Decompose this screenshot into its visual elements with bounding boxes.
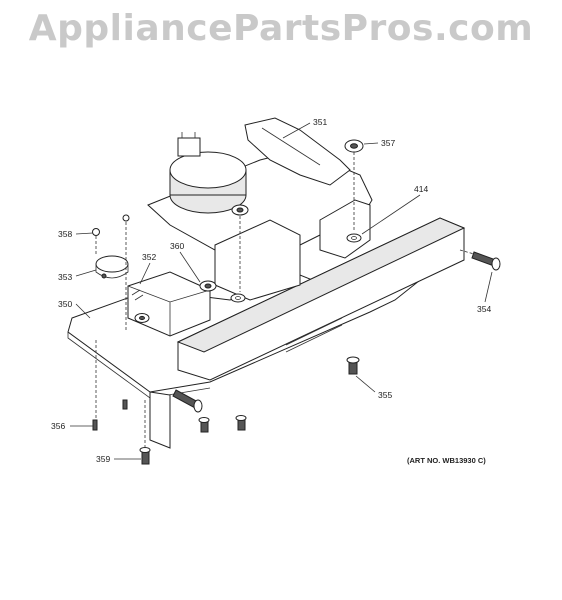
callout-353: 353 [58, 272, 72, 282]
nut-357 [344, 139, 364, 153]
right-bracket [319, 199, 371, 259]
screw-356 [92, 419, 98, 431]
thermostat [95, 255, 129, 273]
screw-358 [92, 228, 100, 236]
screw-bottom-2 [235, 415, 247, 431]
callout-358: 358 [58, 229, 72, 239]
callout-360: 360 [170, 241, 184, 251]
latch-arm [244, 117, 351, 186]
nut-left [134, 313, 150, 323]
screw-front [172, 389, 203, 413]
watermark-text: AppliancePartsPros.com [28, 8, 534, 49]
callout-350: 350 [58, 299, 72, 309]
washer-414 [346, 233, 362, 243]
callout-351: 351 [313, 117, 327, 127]
callout-357: 357 [381, 138, 395, 148]
callout-352: 352 [142, 252, 156, 262]
nut-360 [199, 280, 217, 292]
screw-355 [346, 356, 360, 375]
art-number: (ART NO. WB13930 C) [407, 456, 486, 465]
screw-bottom-1 [198, 417, 210, 433]
washer-mid [230, 293, 246, 303]
callout-414: 414 [414, 184, 428, 194]
motor-top [169, 151, 247, 189]
screw-354 [471, 251, 501, 271]
front-cover-top [176, 217, 466, 353]
screw-359 [139, 447, 151, 465]
callout-359: 359 [96, 454, 110, 464]
callout-355: 355 [378, 390, 392, 400]
side-flange [149, 391, 171, 449]
motor-connector [177, 137, 201, 157]
callout-354: 354 [477, 304, 491, 314]
nut-upper [231, 204, 249, 216]
callout-356: 356 [51, 421, 65, 431]
